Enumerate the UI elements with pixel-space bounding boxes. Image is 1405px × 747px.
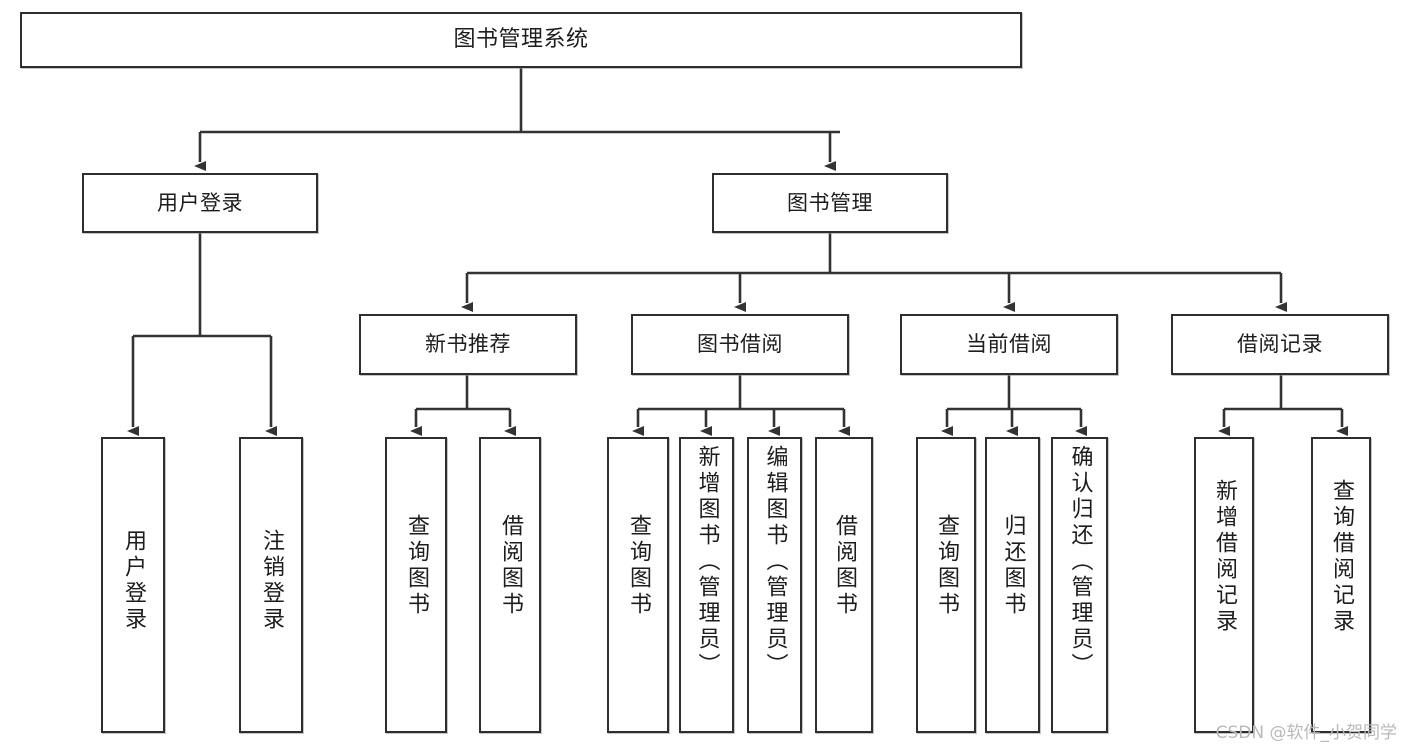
node-label: 查询借阅记录 [1329, 479, 1354, 635]
node-borrowing-record[interactable]: 借阅记录 [1171, 314, 1389, 375]
node-label: 编辑图书（管理员） [762, 445, 788, 679]
node-root-book-management-system[interactable]: 图书管理系统 [20, 12, 1022, 68]
node-label: 新书推荐 [425, 332, 511, 357]
node-book-management[interactable]: 图书管理 [712, 173, 948, 233]
node-current-borrowing[interactable]: 当前借阅 [900, 314, 1118, 375]
leaf-add-book-admin[interactable]: 新增图书（管理员） [679, 437, 734, 733]
node-label: 新增借阅记录 [1212, 479, 1237, 635]
node-label: 查询图书 [404, 514, 429, 618]
node-label: 借阅记录 [1237, 332, 1323, 357]
watermark: CSDN @软件_小贺同学 [1215, 723, 1397, 743]
node-label: 图书借阅 [697, 332, 783, 357]
leaf-query-book-current[interactable]: 查询图书 [916, 437, 976, 733]
leaf-borrow-book-newbook[interactable]: 借阅图书 [479, 437, 541, 733]
node-new-book-recommendation[interactable]: 新书推荐 [359, 314, 577, 375]
node-book-borrowing[interactable]: 图书借阅 [631, 314, 849, 375]
node-label: 图书管理系统 [453, 27, 589, 53]
node-label: 借阅图书 [832, 514, 857, 618]
leaf-logout[interactable]: 注销登录 [239, 437, 303, 733]
node-label: 注销登录 [259, 529, 284, 633]
node-label: 图书管理 [787, 190, 873, 215]
leaf-edit-book-admin[interactable]: 编辑图书（管理员） [747, 437, 802, 733]
node-label: 归还图书 [1000, 514, 1026, 618]
node-label: 确认归还（管理员） [1067, 445, 1093, 679]
leaf-query-book-borrow[interactable]: 查询图书 [607, 437, 669, 733]
leaf-add-borrow-record[interactable]: 新增借阅记录 [1194, 437, 1254, 733]
node-label: 当前借阅 [966, 332, 1052, 357]
leaf-query-borrow-record[interactable]: 查询借阅记录 [1311, 437, 1371, 733]
leaf-query-book-newbook[interactable]: 查询图书 [385, 437, 447, 733]
leaf-user-login[interactable]: 用户登录 [101, 437, 165, 733]
node-label: 用户登录 [121, 529, 146, 633]
node-label: 借阅图书 [498, 514, 523, 618]
leaf-confirm-return-admin[interactable]: 确认归还（管理员） [1051, 437, 1108, 733]
node-label: 新增图书（管理员） [694, 445, 720, 679]
node-user-login[interactable]: 用户登录 [82, 173, 318, 233]
node-label: 查询图书 [934, 514, 959, 618]
node-label: 用户登录 [157, 190, 243, 215]
leaf-return-book[interactable]: 归还图书 [985, 437, 1040, 733]
node-label: 查询图书 [626, 514, 651, 618]
leaf-borrow-book[interactable]: 借阅图书 [815, 437, 873, 733]
